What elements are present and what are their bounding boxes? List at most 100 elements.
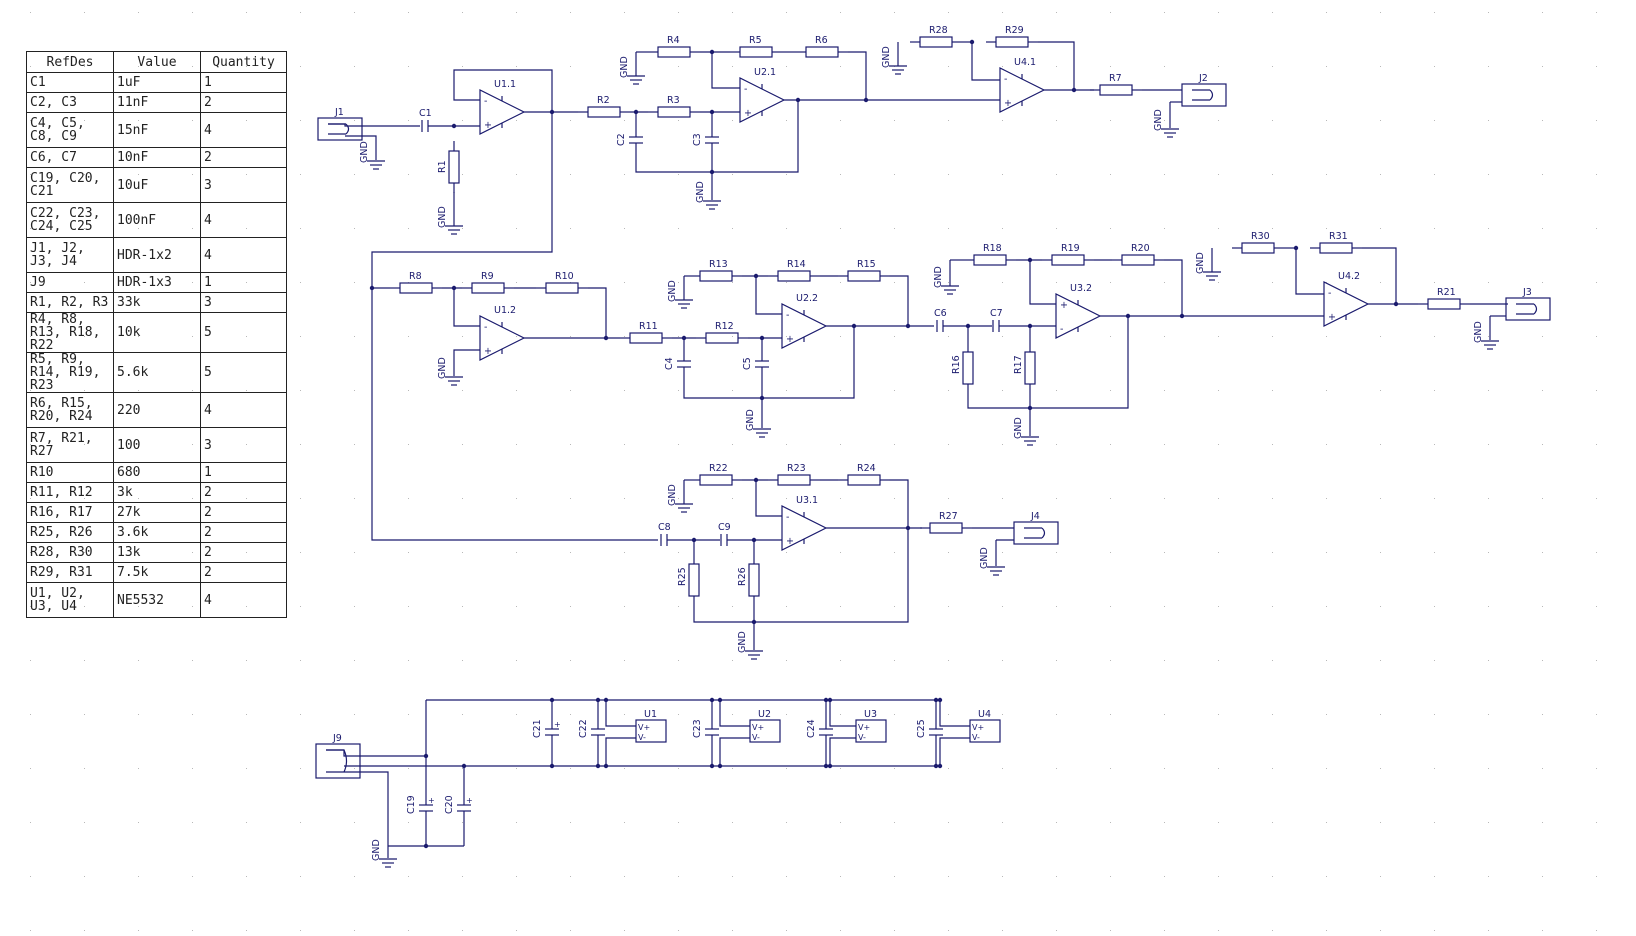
resistor-label: R3 (667, 95, 680, 106)
gnd-label: GND (667, 484, 678, 506)
bom-cell-refdes: R25, R26 (26, 522, 114, 543)
gnd-label: GND (979, 547, 990, 569)
connector-pin (1209, 89, 1214, 101)
junction-dot (1027, 405, 1033, 411)
junction-dot (905, 525, 911, 531)
capacitor-label: C20 (444, 795, 455, 814)
wire (588, 287, 607, 338)
resistor-label: R23 (787, 463, 806, 474)
capacitor-label: C21 (532, 719, 543, 738)
supply-pin-label: V+ (858, 723, 870, 732)
junction-dot (937, 697, 943, 703)
bom-cell-refdes: R16, R17 (26, 502, 114, 523)
supply-pin-label: V+ (752, 723, 764, 732)
capacitor-label: C1 (419, 108, 432, 119)
connector-label: J4 (1030, 511, 1040, 522)
bom-cell-refdes: R11, R12 (26, 482, 114, 503)
bom-cell-value: 7.5k (113, 562, 201, 583)
supply-unit-label: U2 (758, 709, 771, 720)
supply-unit-label: U3 (864, 709, 877, 720)
bom-cell-refdes: R7, R21, R27 (26, 427, 114, 463)
wire (371, 112, 658, 541)
wire (425, 811, 464, 847)
gnd-label: GND (933, 266, 944, 288)
wire (755, 276, 782, 315)
connector-label: J9 (332, 733, 342, 744)
resistor-symbol (657, 106, 691, 118)
junction-dot (933, 763, 939, 769)
connector-symbol (317, 117, 363, 141)
resistor-symbol (847, 474, 881, 486)
wire (755, 480, 782, 517)
junction-dot (823, 697, 829, 703)
capacitor-label: C19 (406, 795, 417, 814)
resistor-symbol (1121, 254, 1155, 266)
wire (693, 528, 909, 623)
resistor-symbol (962, 351, 974, 385)
polarity-mark: + (466, 796, 473, 805)
junction-dot (751, 619, 757, 625)
gnd-label: GND (745, 409, 756, 431)
gnd-label: GND (695, 181, 706, 203)
resistor-label: R28 (929, 25, 948, 36)
opamp-pin-mark: - (1328, 288, 1331, 299)
bom-cell-quantity: 5 (200, 312, 287, 353)
gnd-label: GND (1153, 109, 1164, 131)
bom-cell-value: 27k (113, 502, 201, 523)
resistor-symbol (777, 270, 811, 282)
connector-symbol (1013, 521, 1059, 545)
junction-dot (823, 763, 829, 769)
resistor-symbol (919, 36, 953, 48)
bom-cell-refdes: C22, C23, C24, C25 (26, 202, 114, 238)
opamp-label: U4.2 (1338, 271, 1360, 282)
resistor-label: R5 (749, 35, 762, 46)
wire (971, 42, 1000, 81)
gnd-label: GND (881, 46, 892, 68)
junction-dot (717, 697, 723, 703)
junction-dot (717, 763, 723, 769)
resistor-symbol (657, 46, 691, 58)
capacitor-label: C3 (692, 133, 703, 146)
bom-cell-value: 100 (113, 427, 201, 463)
wire (967, 316, 1129, 409)
resistor-symbol (777, 474, 811, 486)
resistor-label: R21 (1437, 287, 1456, 298)
connector-symbol (1181, 83, 1227, 107)
opamp-pin-mark: - (1004, 74, 1007, 85)
junction-dot (603, 763, 609, 769)
supply-pin-label: V- (858, 733, 866, 742)
bom-cell-value: NE5532 (113, 582, 201, 618)
resistor-label: R25 (677, 567, 688, 586)
resistor-label: R14 (787, 259, 806, 270)
capacitor-label: C6 (934, 308, 947, 319)
bom-cell-quantity: 4 (200, 582, 287, 618)
junction-dot (451, 123, 457, 129)
resistor-label: R13 (709, 259, 728, 270)
connector-symbol (1505, 297, 1551, 321)
bom-cell-quantity: 4 (200, 237, 287, 273)
opamp-pin-mark: + (1060, 300, 1068, 311)
resistor-label: R24 (857, 463, 876, 474)
wire (1164, 259, 1183, 316)
wire (1362, 247, 1397, 304)
resistor-symbol (587, 106, 621, 118)
resistor-symbol (1319, 242, 1353, 254)
connector-label: J2 (1198, 73, 1208, 84)
bom-cell-value: 10uF (113, 167, 201, 203)
resistor-label: R10 (555, 271, 574, 282)
junction-dot (937, 763, 943, 769)
connector-symbol (315, 743, 361, 779)
resistor-label: R11 (639, 321, 658, 332)
bom-cell-value: 220 (113, 392, 201, 428)
junction-dot (1393, 301, 1399, 307)
resistor-symbol (629, 332, 663, 344)
junction-dot (549, 697, 555, 703)
bom-cell-value: 5.6k (113, 352, 201, 393)
polarity-mark: + (554, 720, 561, 729)
